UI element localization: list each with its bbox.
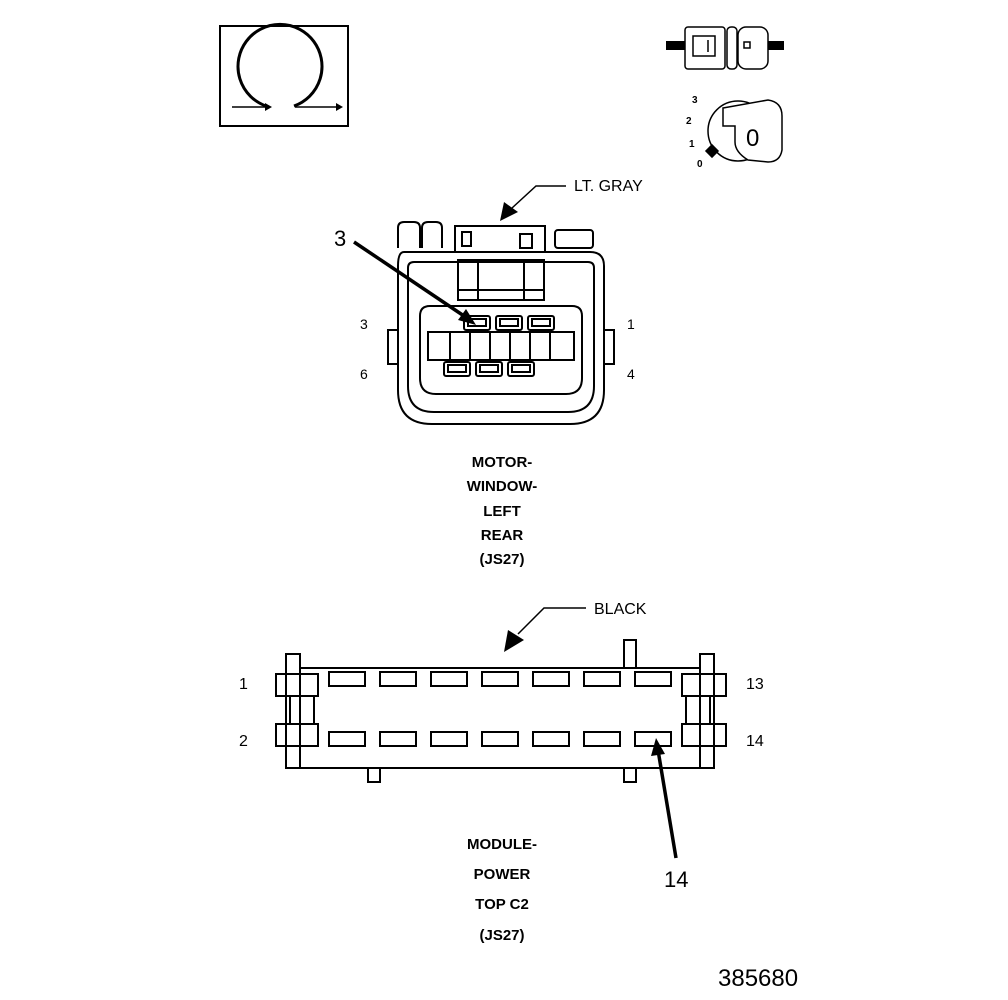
top-title-line-2: WINDOW- [467,478,538,495]
top-pin-label-6: 6 [360,366,368,382]
bottom-connector-title: MODULE- POWER TOP C2 (JS27) [467,836,537,944]
ignition-position-1: 1 [689,139,695,150]
figure-id: 385680 [718,965,798,992]
top-title-line-5: (JS27) [479,551,524,568]
lt-gray-callout: LT. GRAY [500,178,643,221]
connector-pair-icon [666,26,784,70]
ignition-position-3: 3 [692,95,698,106]
top-title-line-3: LEFT [483,503,521,520]
top-pin-label-4: 4 [627,366,635,382]
top-title-line-1: MOTOR- [472,454,533,471]
top-connector-title: MOTOR- WINDOW- LEFT REAR (JS27) [467,454,538,568]
bottom-pin-label-2: 2 [239,733,248,750]
ignition-position-2: 2 [686,116,692,127]
module-power-connector [275,639,727,783]
module-power-cavities [328,671,672,747]
ignition-key-label: 0 [746,125,759,152]
bottom-pin-label-1: 1 [239,676,248,693]
ignition-key-icon: 3 2 1 0 0 [686,95,783,170]
bottom-pin-label-13: 13 [746,676,764,693]
top-pin-callout: 3 [334,226,476,325]
bottom-pin-callout: 14 [651,738,688,892]
bottom-connector-color-label: BLACK [594,601,647,618]
top-pin-label-3: 3 [360,316,368,332]
top-connector-color-label: LT. GRAY [574,178,643,195]
ignition-position-0: 0 [697,159,703,170]
bottom-title-line-2: POWER [474,866,531,883]
bottom-title-line-3: TOP C2 [475,896,529,913]
bottom-pin-label-14: 14 [746,733,764,750]
top-pin-callout-label: 3 [334,226,346,251]
bottom-title-line-1: MODULE- [467,836,537,853]
top-pin-label-1: 1 [627,316,635,332]
motor-window-connector [387,221,615,425]
top-title-line-4: REAR [481,527,524,544]
ohmmeter-icon [219,22,349,127]
black-callout: BLACK [504,601,647,652]
bottom-pin-callout-label: 14 [664,867,688,892]
bottom-title-line-4: (JS27) [479,927,524,944]
